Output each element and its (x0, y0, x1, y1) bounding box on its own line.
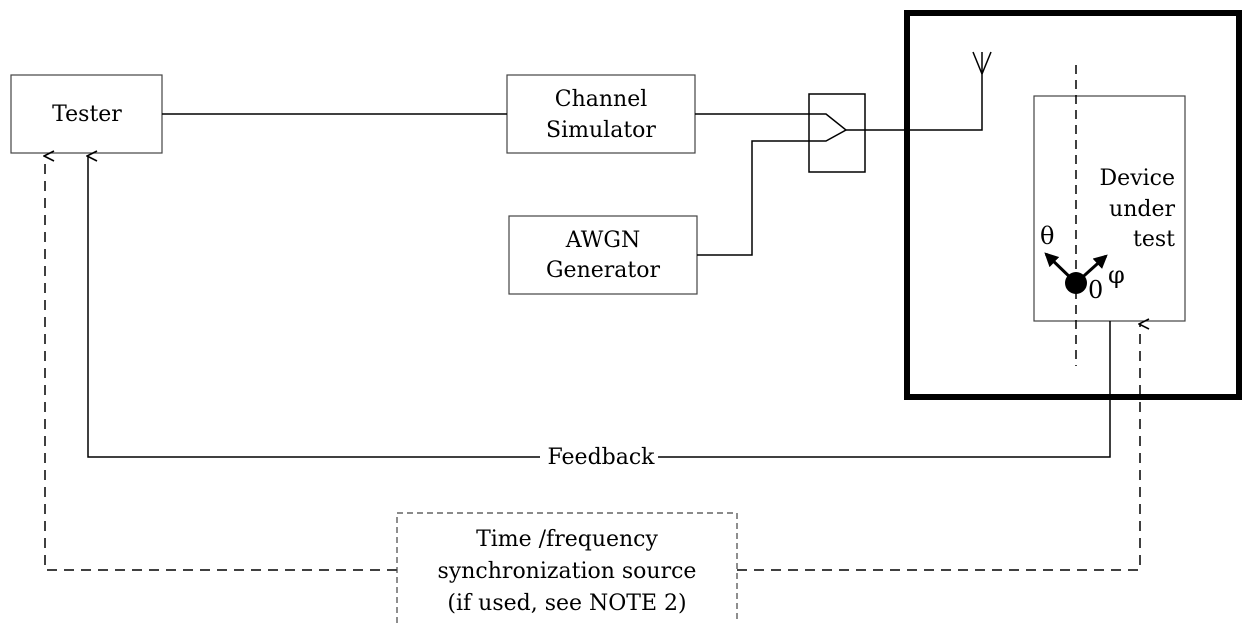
sync-source-block: Time /frequency synchronization source (… (396, 512, 738, 623)
feedback-link (88, 156, 1111, 458)
phi-symbol: φ (1108, 261, 1125, 289)
feedback-label-bg (540, 443, 658, 471)
tester-label: Tester (52, 102, 122, 127)
dut-label-line2: under (1109, 197, 1175, 222)
theta-symbol: θ (1040, 222, 1054, 250)
channel-simulator-block: Channel Simulator (506, 74, 696, 154)
theta-arrow (1044, 252, 1078, 285)
dut-label-line3: test (1133, 227, 1175, 252)
sync-source-label-line3: (if used, see NOTE 2) (447, 591, 686, 616)
tester-block: Tester (10, 74, 163, 154)
combiner-to-antenna-link (846, 74, 983, 131)
sync-source-label-line1: Time /frequency (476, 527, 658, 552)
channel-simulator-label-line1: Channel (555, 87, 648, 112)
awgn-generator-block: AWGN Generator (508, 215, 698, 295)
awgn-generator-label-line1: AWGN (565, 228, 640, 253)
sync-source-label-line2: synchronization source (438, 559, 697, 584)
device-under-test-block: Device under test (1033, 95, 1186, 322)
sync-to-dut-link (737, 324, 1140, 571)
feedback-label: Feedback (547, 445, 655, 470)
channel-simulator-label-line2: Simulator (546, 118, 656, 143)
dut-label-line1: Device (1100, 166, 1175, 191)
combiner-icon (695, 93, 866, 256)
antenna-icon (972, 51, 992, 75)
sync-to-tester-link (45, 156, 397, 571)
origin-label: 0 (1088, 276, 1103, 304)
awgn-generator-label-line2: Generator (546, 258, 661, 283)
anechoic-chamber (904, 10, 1242, 400)
phi-arrow (1074, 254, 1108, 285)
